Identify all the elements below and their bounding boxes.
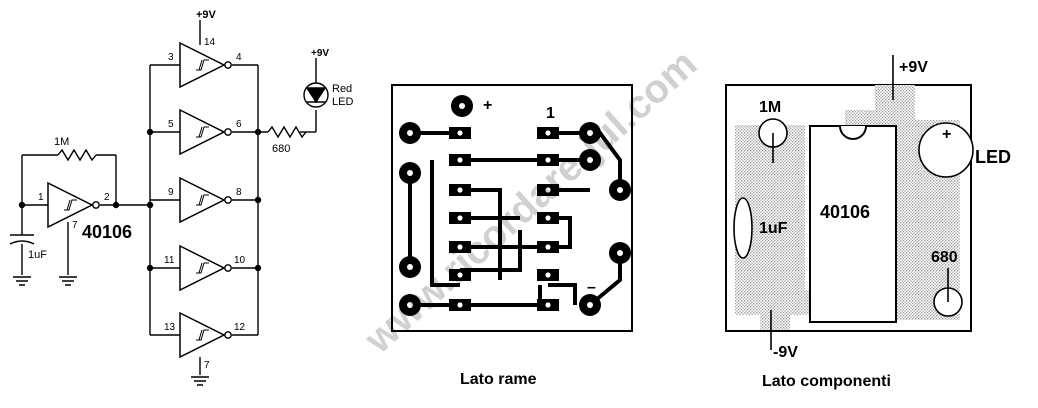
pin-14: 14 (204, 37, 216, 48)
pin-5: 5 (168, 119, 174, 130)
ic-body (809, 125, 897, 323)
led-symbol (303, 82, 329, 108)
component-680-label: 680 (931, 249, 958, 266)
copper-plus-label: + (483, 97, 492, 114)
ground-icon (190, 376, 210, 386)
component-minus9v-label: -9V (773, 344, 798, 361)
ic-label: 40106 (82, 222, 132, 242)
copper-side-caption: Lato rame (460, 371, 537, 388)
pin-2: 2 (104, 192, 110, 203)
capacitor-label: 1uF (28, 249, 47, 261)
pin-3: 3 (168, 52, 174, 63)
led-supply-label: +9V (311, 48, 329, 59)
led-resistor-label: 680 (272, 143, 290, 155)
copper-minus-label: – (587, 279, 596, 296)
pin-6: 6 (236, 119, 242, 130)
feedback-resistor (57, 148, 97, 162)
inverter-stack (150, 42, 268, 358)
feedback-resistor-label: 1M (54, 136, 69, 148)
component-1uf-label: 1uF (759, 220, 788, 237)
component-plus9v-label: +9V (899, 59, 928, 76)
copper-pin1-label: 1 (546, 105, 555, 122)
ground-icon (58, 276, 78, 286)
capacitor-symbol (9, 234, 35, 275)
pin-11: 11 (164, 255, 175, 266)
pin-8: 8 (236, 187, 242, 198)
led-label-red: Red (332, 83, 352, 95)
pin-4: 4 (236, 52, 242, 63)
pin-1: 1 (38, 192, 44, 203)
schematic-labels: +9V +9V Red LED 1M 680 1uF 40106 1 2 7 3… (28, 9, 353, 371)
capacitor-outline (733, 197, 753, 259)
component-led-label: LED (975, 147, 1011, 167)
supply-label: +9V (196, 9, 217, 21)
pin-7a: 7 (72, 220, 78, 231)
led-outline (918, 122, 974, 178)
led-resistor (267, 125, 307, 139)
schematic (9, 20, 329, 386)
component-1m-label: 1M (759, 99, 781, 116)
copper-side-board: + 1 – (391, 84, 633, 332)
component-side-board: 1M 1uF 40106 LED + 680 +9V -9V (725, 55, 1011, 361)
ground-icon (12, 276, 32, 286)
led-label-led: LED (332, 96, 353, 108)
pin-13: 13 (164, 322, 176, 333)
pin-10: 10 (234, 255, 246, 266)
component-led-plus: + (942, 126, 951, 143)
pad-plus (451, 95, 473, 117)
pin-9: 9 (168, 187, 174, 198)
pin-7b: 7 (204, 360, 210, 371)
component-side-caption: Lato componenti (762, 373, 891, 390)
component-ic-label: 40106 (820, 202, 870, 222)
pin-12: 12 (234, 322, 246, 333)
